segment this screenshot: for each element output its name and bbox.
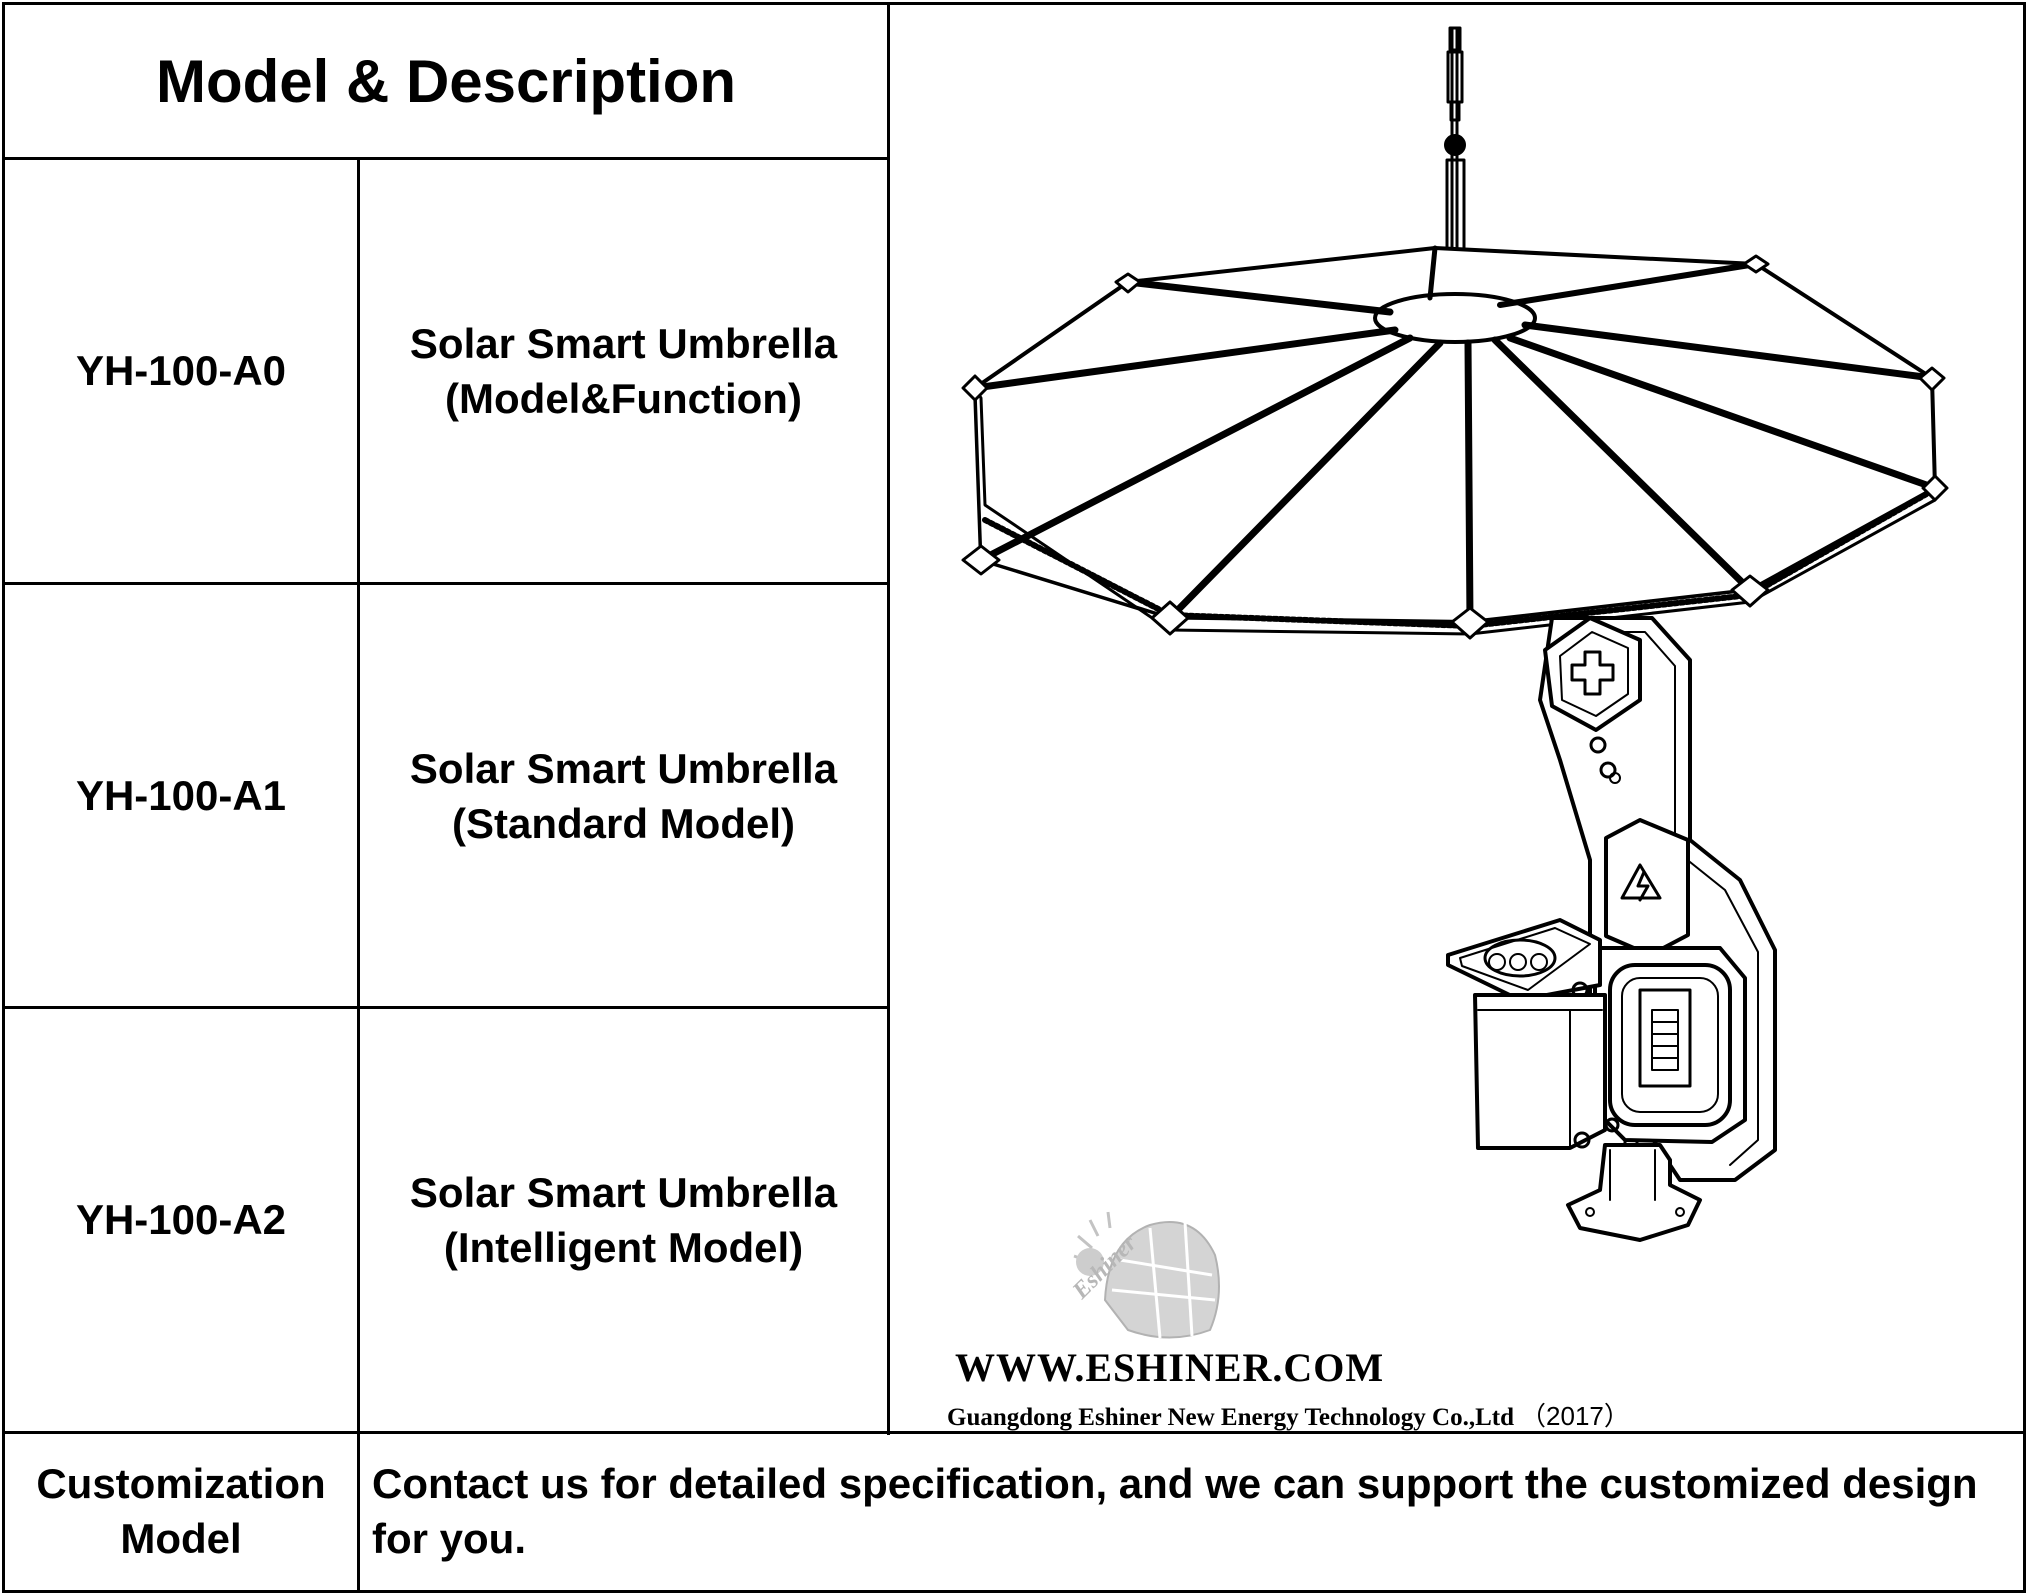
description-line: Solar Smart Umbrella bbox=[409, 744, 838, 792]
model-code-a1: YH-100-A1 bbox=[75, 771, 287, 819]
eshiner-logo-icon: Eshiner bbox=[1067, 1211, 1220, 1339]
divider-customization bbox=[2, 1431, 2023, 1434]
divider-main-vertical bbox=[887, 2, 890, 1435]
divider-header bbox=[2, 157, 890, 160]
battery-icon bbox=[1638, 988, 1692, 1088]
model-code-a2: YH-100-A2 bbox=[75, 1196, 287, 1243]
model-code-a0: YH-100-A0 bbox=[75, 347, 287, 394]
description-line: (Intelligent Model) bbox=[443, 1224, 804, 1271]
company-name-text: Guangdong Eshiner New Energy Technology … bbox=[947, 1404, 1515, 1431]
customization-label-line: Model bbox=[120, 1514, 242, 1562]
model-description-a0: Solar Smart Umbrella (Model&Function) bbox=[360, 160, 887, 582]
copyright-year: （2017） bbox=[1520, 1401, 1630, 1431]
model-description-a2: Solar Smart Umbrella (Intelligent Model) bbox=[360, 1009, 887, 1431]
customization-label: Customization Model bbox=[5, 1434, 357, 1587]
website-url: WWW.ESHINER.COM bbox=[955, 1345, 1385, 1390]
table-title: Model & Description bbox=[155, 47, 737, 115]
description-line: (Model&Function) bbox=[445, 375, 802, 422]
customization-text: Contact us for detailed specification, a… bbox=[372, 1459, 1978, 1562]
description-line: Solar Smart Umbrella bbox=[409, 1169, 838, 1216]
customization-label-line: Customization bbox=[36, 1459, 326, 1507]
model-description-a1: Solar Smart Umbrella (Standard Model) bbox=[360, 585, 887, 1006]
description-line: (Standard Model) bbox=[452, 799, 795, 847]
first-aid-cross-icon bbox=[1543, 616, 1642, 732]
lightning-icon bbox=[1604, 818, 1690, 957]
divider-row-1 bbox=[2, 582, 890, 585]
description-line: Solar Smart Umbrella bbox=[409, 320, 838, 367]
solar-umbrella-illustration: Eshiner bbox=[961, 26, 1949, 1339]
divider-row-2 bbox=[2, 1006, 890, 1009]
company-name: Guangdong Eshiner New Energy Technology … bbox=[947, 1396, 1630, 1433]
divider-model-column bbox=[357, 158, 360, 1592]
